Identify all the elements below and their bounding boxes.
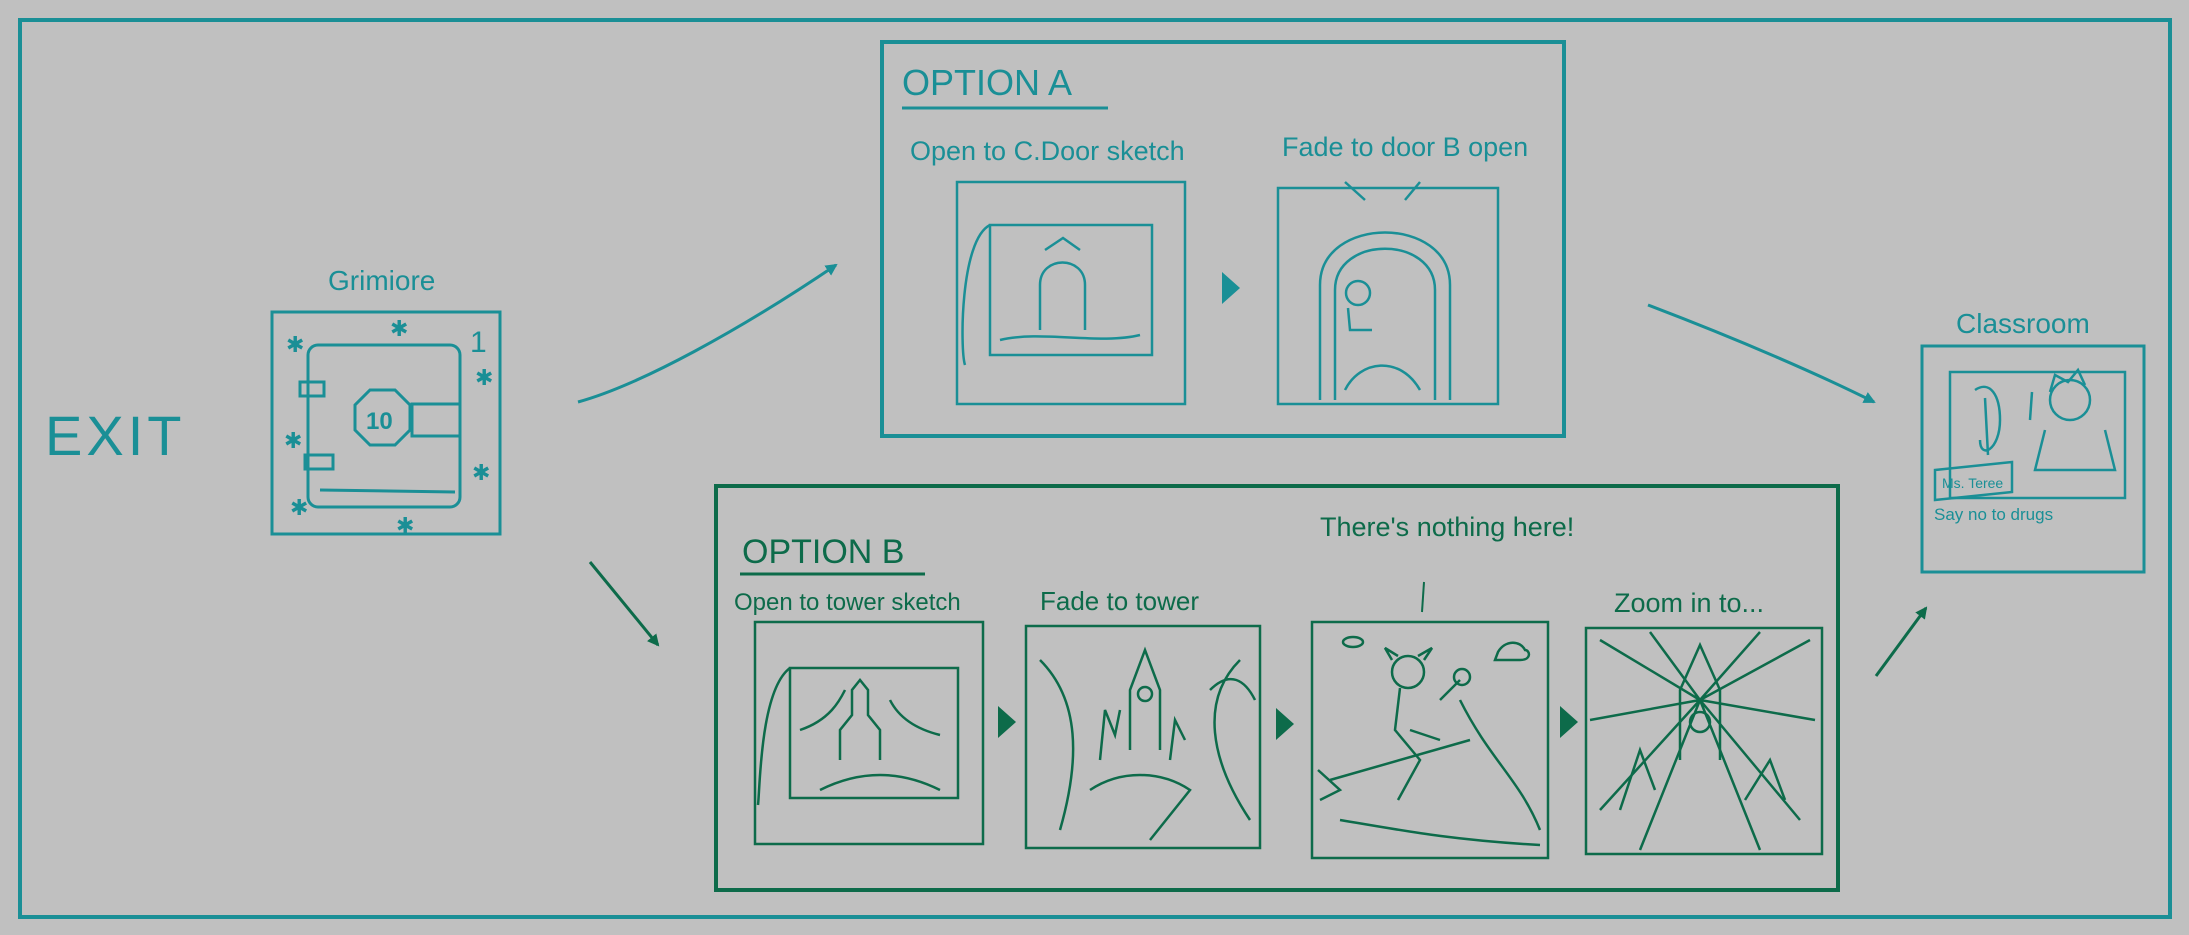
- classroom-node: Classroom Ms. Teree Say no to drugs: [1920, 308, 2146, 574]
- classroom-caption: Say no to drugs: [1934, 505, 2053, 524]
- option-b-next-arrow-icon-3: [1560, 706, 1578, 738]
- option-b-caption-4: Zoom in to...: [1614, 588, 1764, 618]
- classroom-title: Classroom: [1956, 308, 2090, 339]
- svg-text:✱: ✱: [396, 514, 414, 539]
- svg-text:✱: ✱: [284, 429, 302, 454]
- grimoire-node: Grimiore 10 1 ✱ ✱ ✱ ✱ ✱ ✱ ✱: [270, 265, 502, 539]
- option-b-next-arrow-icon-2: [1276, 708, 1294, 740]
- svg-text:✱: ✱: [475, 366, 493, 391]
- option-b-caption-3: There's nothing here!: [1320, 512, 1574, 542]
- option-a-caption-2: Fade to door B open: [1282, 132, 1528, 162]
- option-b-panel-1: [753, 620, 985, 846]
- arrow-option-b-to-classroom: [1874, 606, 1928, 677]
- option-b-panel-4: [1584, 626, 1824, 856]
- option-a-group: OPTION A Open to C.Door sketch Fade to d…: [880, 40, 1876, 438]
- grimoire-title: Grimiore: [328, 265, 435, 296]
- svg-text:✱: ✱: [472, 461, 490, 486]
- option-a-caption-1: Open to C.Door sketch: [910, 136, 1185, 166]
- option-b-panel-2: [1024, 624, 1262, 850]
- classroom-frame: [1920, 344, 2146, 574]
- classroom-scene: [1933, 367, 2127, 502]
- option-b-caption-2: Fade to tower: [1040, 586, 1199, 616]
- svg-text:✱: ✱: [390, 317, 408, 342]
- exit-label: EXIT: [45, 404, 185, 467]
- option-a-frame: [880, 40, 1566, 438]
- grimoire-lock-number: 10: [366, 408, 393, 435]
- option-a-panel-1: [955, 180, 1187, 406]
- arrow-to-option-a: [577, 263, 838, 404]
- option-b-next-arrow-icon-1: [998, 706, 1016, 738]
- option-b-panel-3: [1310, 620, 1550, 860]
- grimoire-frame: [270, 310, 502, 536]
- outer-frame: [18, 18, 2172, 919]
- option-b-frame: [714, 484, 1840, 892]
- option-a-next-arrow-icon: [1222, 272, 1240, 304]
- grimoire-book-icon: [298, 343, 462, 509]
- option-b-group: OPTION B Open to tower sketch Fade to to…: [714, 484, 1840, 892]
- option-a-title: OPTION A: [902, 62, 1072, 103]
- svg-text:✱: ✱: [286, 333, 304, 358]
- arrow-to-option-b: [588, 561, 660, 647]
- option-b-caption-1: Open to tower sketch: [734, 589, 961, 616]
- option-a-panel-2: [1276, 181, 1500, 406]
- option-b-title: OPTION B: [742, 533, 904, 571]
- arrow-option-a-to-classroom: [1647, 303, 1876, 404]
- sparkle-icons: ✱ ✱ ✱ ✱ ✱ ✱ ✱: [284, 317, 493, 539]
- classroom-sign: Ms. Teree: [1942, 475, 2003, 491]
- grimoire-corner-number: 1: [470, 326, 487, 359]
- svg-text:✱: ✱: [290, 496, 308, 521]
